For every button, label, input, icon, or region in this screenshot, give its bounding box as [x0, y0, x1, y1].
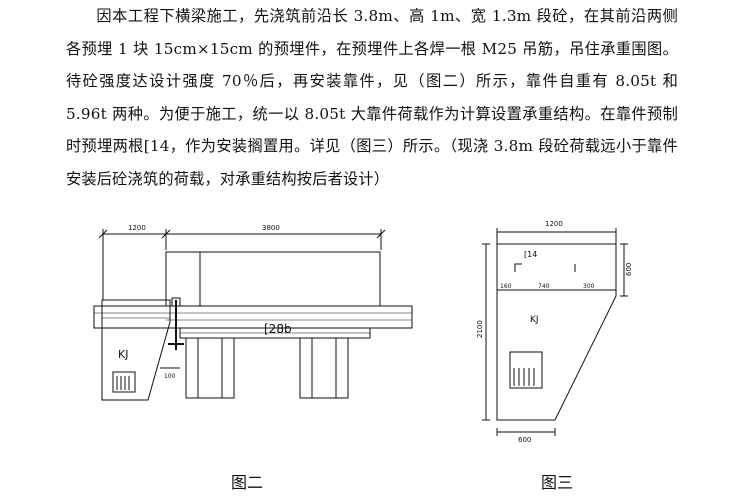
paragraph-text: 因本工程下横梁施工，先浇筑前沿长 3.8m、高 1m、宽 1.3m 段砼，在其前…: [66, 7, 678, 188]
fig3-outline: [496, 243, 617, 421]
fig2-channel-label: [28b: [264, 322, 292, 336]
fig3-window: [509, 351, 543, 389]
fig2-pile-right: [299, 337, 349, 399]
fig3-kj-label: KJ: [530, 315, 539, 325]
fig3-dim-bottom: 600: [518, 436, 531, 444]
fig2-pile-left: [185, 337, 235, 399]
figure3-caption: 图三: [541, 473, 574, 492]
fig3-channel-label: [14: [524, 250, 537, 259]
fig2-kj-panel: [101, 299, 171, 401]
fig2-dim-small: 100: [164, 373, 176, 380]
fig3-seg-left: 160: [500, 283, 512, 290]
fig3-dim-top: 1200: [545, 220, 563, 228]
fig3-dim-right-height: 600: [625, 263, 633, 276]
body-paragraph: 因本工程下横梁施工，先浇筑前沿长 3.8m、高 1m、宽 1.3m 段砼，在其前…: [66, 0, 678, 196]
fig2-dim-left: 1200: [128, 224, 146, 232]
fig3-seg-mid: 740: [538, 283, 550, 290]
fig3-dim-left-height: 2100: [476, 320, 484, 338]
fig2-kj-label: KJ: [118, 348, 128, 361]
fig3-seg-right: 300: [583, 283, 595, 290]
figure2-caption: 图二: [231, 473, 264, 492]
fig2-dim-right: 3800: [262, 224, 280, 232]
